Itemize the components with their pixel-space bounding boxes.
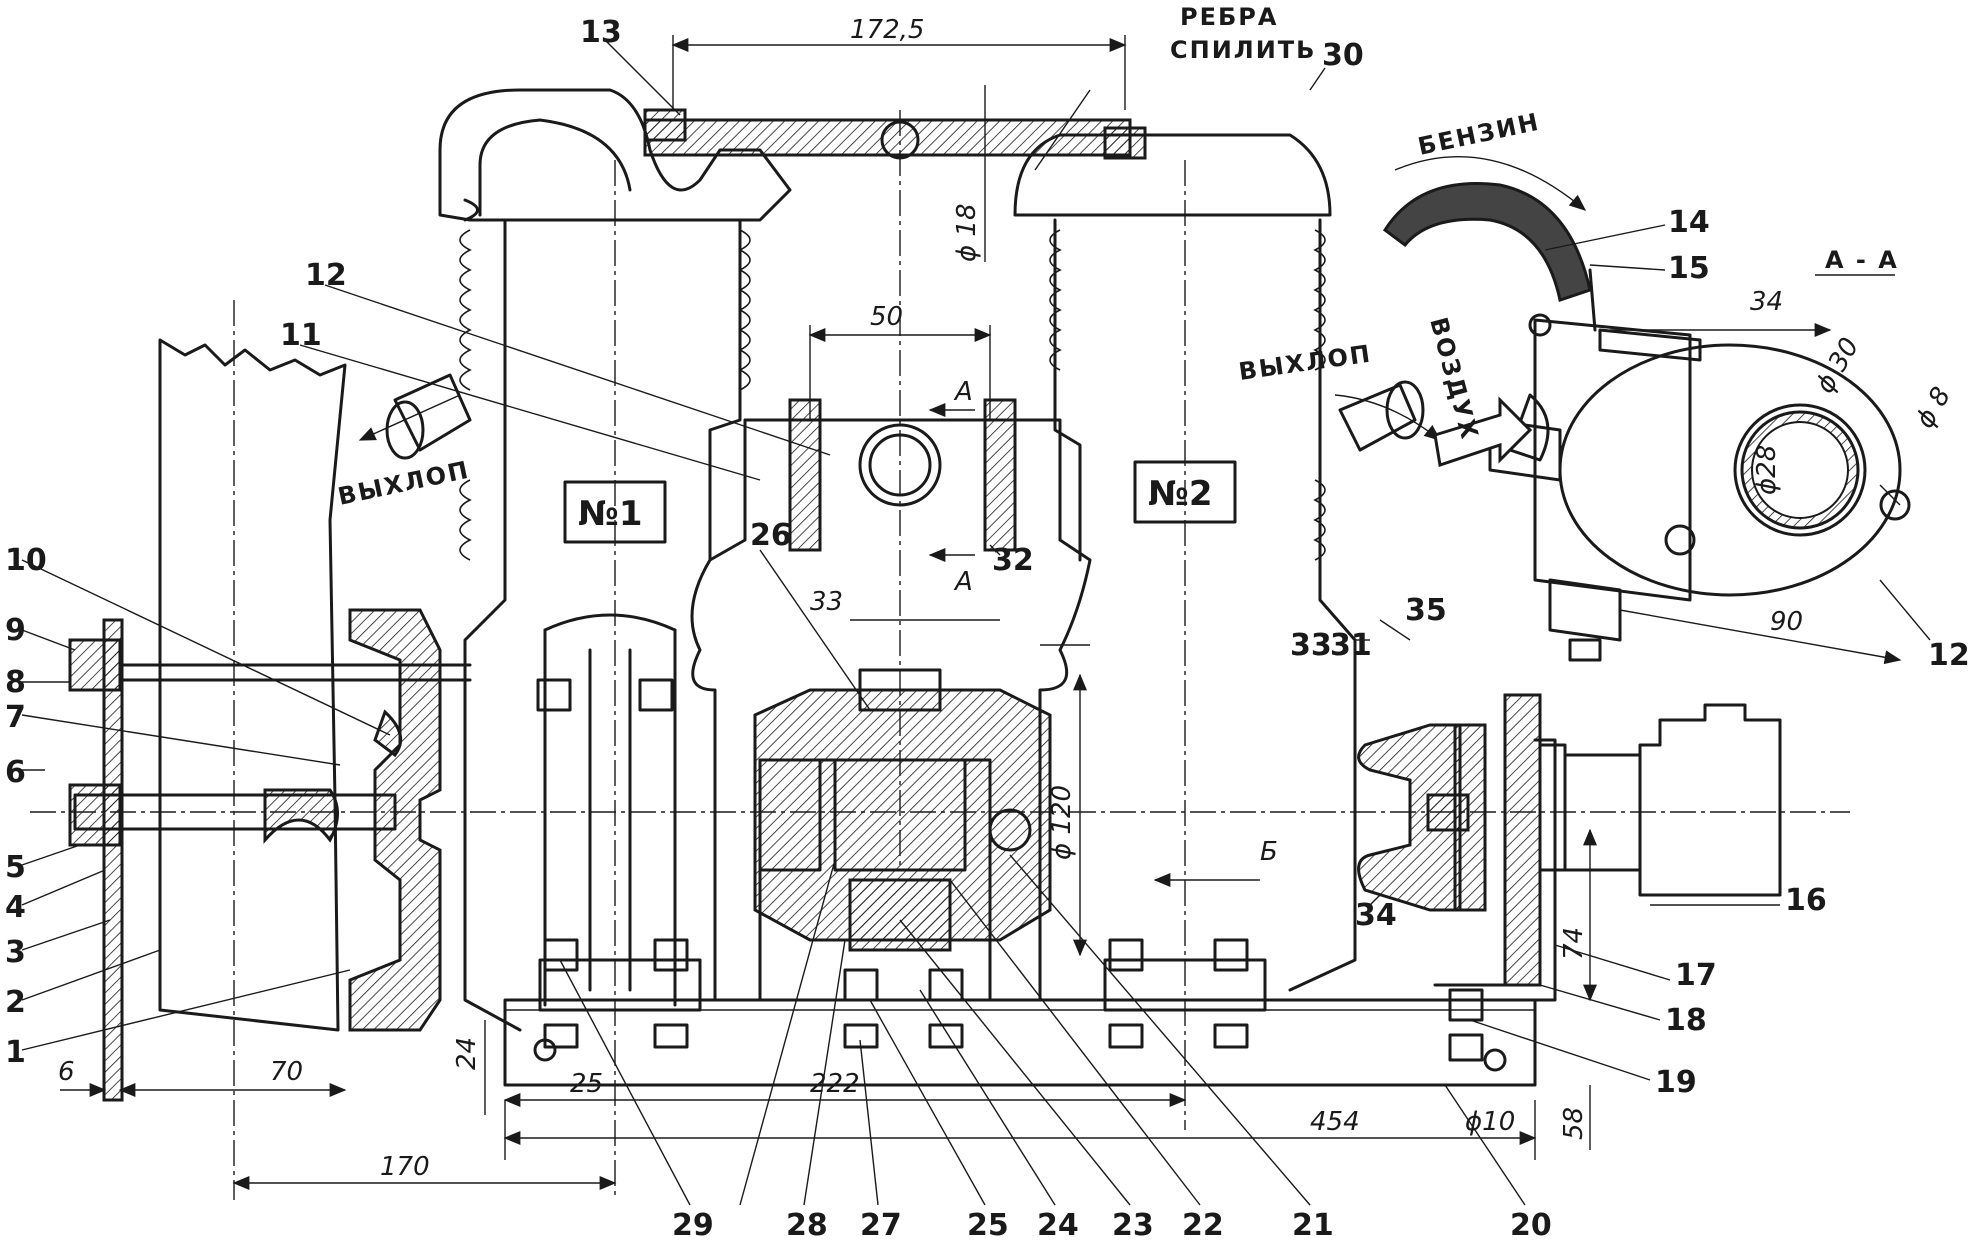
carburettor-detail xyxy=(1382,181,1911,662)
view-b-label: Б xyxy=(1260,837,1278,867)
dim-170: 170 xyxy=(380,1152,430,1182)
callout-16: 16 xyxy=(1785,883,1827,918)
callout-27: 27 xyxy=(860,1208,902,1243)
callout-25: 25 xyxy=(967,1208,1009,1243)
frame-plate xyxy=(102,338,347,1102)
cylinder-1-plate xyxy=(563,480,667,544)
callout-15: 15 xyxy=(1668,251,1710,286)
callout-2: 2 xyxy=(5,985,26,1020)
dim-34: 34 xyxy=(1750,287,1783,317)
callout-26: 26 xyxy=(750,518,792,553)
cylinder-1-label: №1 xyxy=(578,494,643,534)
callout-13: 13 xyxy=(580,15,622,50)
callout-28: 28 xyxy=(786,1208,828,1243)
dim-d8: ϕ 8 xyxy=(1910,382,1957,433)
dim-d10: ϕ10 xyxy=(1465,1107,1515,1137)
left-pulley xyxy=(68,608,472,1032)
dim-25: 25 xyxy=(570,1069,603,1099)
callout-20: 20 xyxy=(1510,1208,1552,1243)
callout-3: 3 xyxy=(5,935,26,970)
callout-23: 23 xyxy=(1112,1208,1154,1243)
callout-10: 10 xyxy=(5,543,47,578)
section-a-a-label: А - А xyxy=(1825,246,1899,274)
flow-arrows xyxy=(358,155,1587,562)
callout-35: 35 xyxy=(1405,593,1447,628)
ribs-label-line1: РЕБРА xyxy=(1180,3,1278,31)
callout-5: 5 xyxy=(5,850,26,885)
dim-454: 454 xyxy=(1310,1107,1360,1137)
callout-24: 24 xyxy=(1037,1208,1079,1243)
callout-11: 11 xyxy=(280,318,322,353)
cylinder-1 xyxy=(459,198,751,1032)
dim-d18: ϕ 18 xyxy=(952,204,982,263)
section-arrow-a-top: А xyxy=(953,377,973,407)
dim-172-5: 172,5 xyxy=(850,15,924,45)
callout-29: 29 xyxy=(672,1208,714,1243)
base-plate xyxy=(503,998,1537,1087)
callout-18: 18 xyxy=(1665,1003,1707,1038)
dim-6: 6 xyxy=(58,1057,75,1087)
leader-lines xyxy=(21,39,1931,1206)
callout-32: 32 xyxy=(992,543,1034,578)
dim-90: 90 xyxy=(1770,607,1803,637)
dim-50: 50 xyxy=(870,302,903,332)
bolts xyxy=(536,678,1484,1062)
callout-31: 31 xyxy=(1330,628,1372,663)
callout-12b: 12 xyxy=(1928,638,1970,673)
dim-33: 33 xyxy=(810,587,843,617)
exhaust-left-label: ВЫХЛОП xyxy=(335,456,472,511)
callout-19: 19 xyxy=(1655,1065,1697,1100)
petrol-label: БЕНЗИН xyxy=(1415,108,1542,161)
dim-58: 58 xyxy=(1559,1107,1589,1140)
callout-33: 33 xyxy=(1290,628,1332,663)
callout-1: 1 xyxy=(5,1035,26,1070)
right-coupling xyxy=(1357,693,1782,1002)
dim-d120: ϕ 120 xyxy=(1047,785,1077,860)
callout-9: 9 xyxy=(5,613,26,648)
callout-22: 22 xyxy=(1182,1208,1224,1243)
callout-17: 17 xyxy=(1675,958,1717,993)
air-label: ВОЗДУХ xyxy=(1424,314,1484,443)
callout-12: 12 xyxy=(305,258,347,293)
cylinder-2-plate xyxy=(1133,460,1237,524)
callout-4: 4 xyxy=(5,890,26,925)
dim-70: 70 xyxy=(270,1057,303,1087)
dim-d28: ϕ28 xyxy=(1752,445,1782,495)
section-arrow-a-bottom: А xyxy=(953,567,973,597)
part-callouts: 1 2 3 4 5 6 7 8 9 10 11 12 13 14 15 12 1… xyxy=(5,15,1970,1243)
callout-21: 21 xyxy=(1292,1208,1334,1243)
dimension-lines xyxy=(60,35,1902,1190)
section-a-a-flange xyxy=(1558,343,1902,597)
callout-8: 8 xyxy=(5,665,26,700)
ribs-label-line2: СПИЛИТЬ xyxy=(1170,36,1316,64)
callout-14: 14 xyxy=(1668,205,1710,240)
cylinder-2 xyxy=(1049,218,1357,1012)
fuel-hose xyxy=(1382,181,1592,302)
callout-34: 34 xyxy=(1355,898,1397,933)
callout-6: 6 xyxy=(5,755,26,790)
callout-30: 30 xyxy=(1322,38,1364,73)
dim-222: 222 xyxy=(810,1069,860,1099)
cylinder-heads xyxy=(438,88,1332,222)
callout-7: 7 xyxy=(5,700,26,735)
intake-manifold xyxy=(690,398,1092,1002)
dim-24: 24 xyxy=(452,1037,482,1070)
dim-74: 74 xyxy=(1559,927,1589,960)
cylinder-2-label: №2 xyxy=(1148,474,1213,514)
exhaust-right-label: ВЫХЛОП xyxy=(1237,340,1374,386)
